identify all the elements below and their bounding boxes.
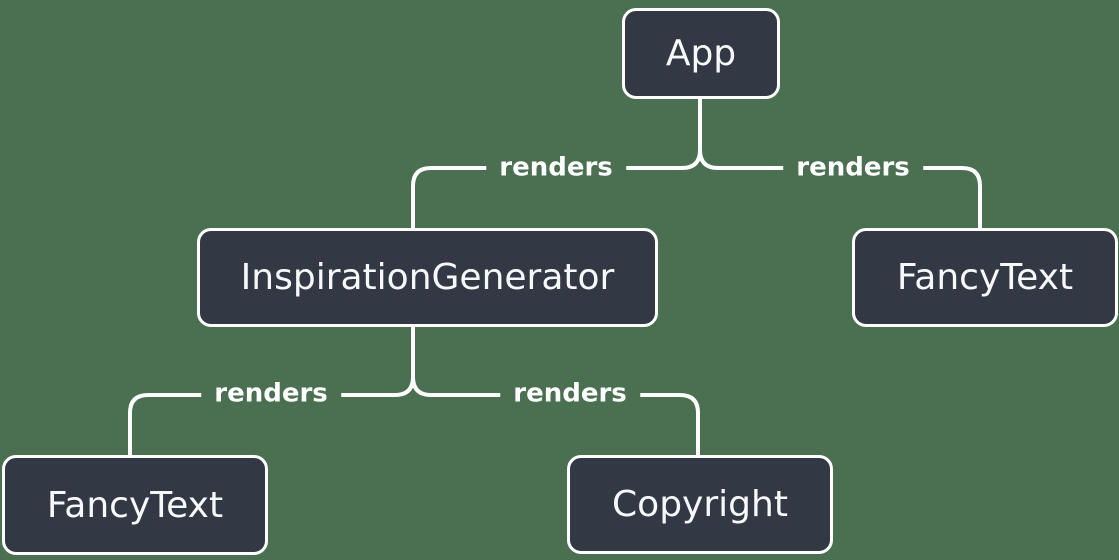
node-fancy-text-bottom: FancyText — [2, 455, 268, 555]
node-copyright: Copyright — [567, 455, 833, 554]
node-fancy-text-top: FancyText — [852, 228, 1118, 327]
edge-label-renders-app-inspiration-generator: renders — [486, 151, 626, 185]
edge-label-renders-app-fancy-text: renders — [783, 151, 923, 185]
node-app: App — [622, 8, 780, 99]
edge-label-renders-inspiration-generator-copyright: renders — [500, 377, 640, 411]
edge-label-renders-inspiration-generator-fancy-text: renders — [201, 377, 341, 411]
node-inspiration-generator: InspirationGenerator — [197, 228, 658, 327]
